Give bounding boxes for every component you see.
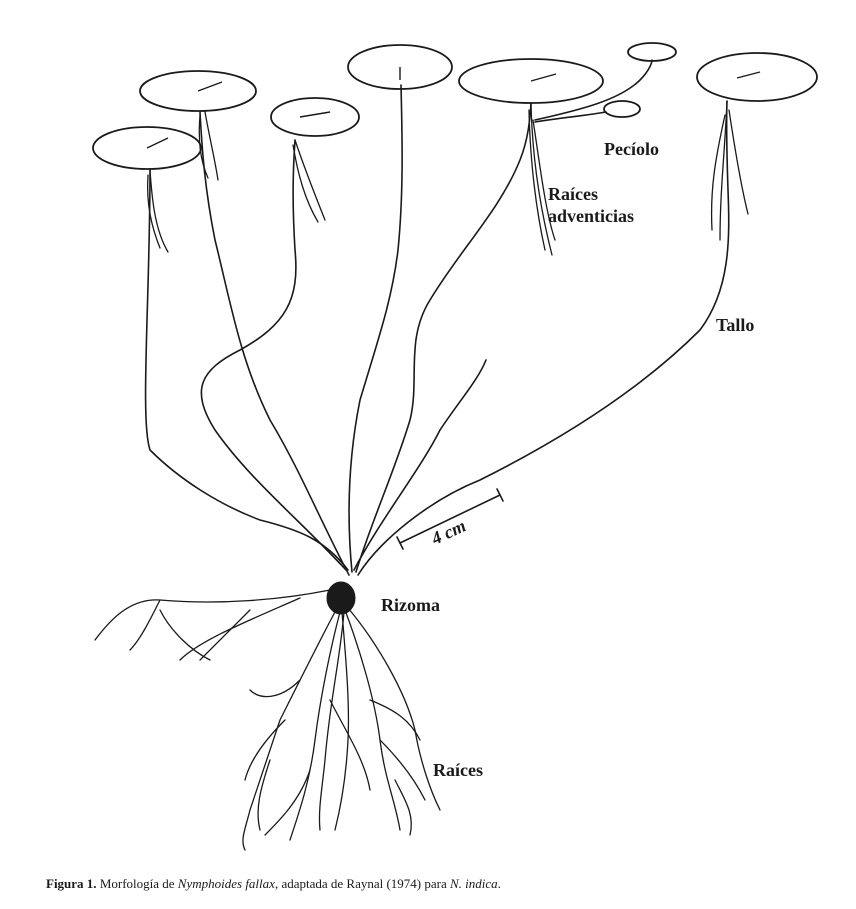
label-rizoma: Rizoma [381, 595, 440, 615]
label-raices-adventicias-line2: adventicias [548, 206, 634, 226]
leaf-2 [93, 127, 201, 169]
leaf-6 [697, 53, 817, 101]
caption-text-1: Morfología de [97, 876, 178, 891]
stem-6 [354, 360, 486, 570]
stem-3 [349, 85, 402, 572]
caption-text-2: , adaptada de Raynal (1974) para [275, 876, 450, 891]
label-tallo: Tallo [716, 315, 754, 335]
labels: Pecíolo Raíces adventicias Tallo Rizoma … [381, 139, 754, 780]
leaf-1 [140, 71, 256, 111]
figure-caption: Figura 1. Morfología de Nymphoides falla… [46, 876, 501, 892]
label-peciolo: Pecíolo [604, 139, 659, 159]
scale-bar-label: 4 cm [427, 515, 469, 549]
label-raices: Raíces [433, 760, 483, 780]
stem-5 [358, 101, 729, 575]
leaf-small-2 [604, 101, 640, 117]
stems [146, 60, 729, 575]
stem-4 [356, 103, 531, 572]
leaf-3 [271, 98, 359, 136]
stem-1 [200, 112, 349, 575]
caption-text-3: . [498, 876, 501, 891]
leaf-4 [348, 45, 452, 89]
adventitious-roots [148, 101, 748, 255]
floating-leaves [93, 43, 817, 169]
roots [95, 590, 440, 850]
rhizome [327, 582, 355, 614]
caption-figure-label: Figura 1. [46, 876, 97, 891]
leaf-small-1 [628, 43, 676, 61]
stem-2 [201, 140, 346, 570]
leaf-5 [459, 59, 603, 103]
caption-species: Nymphoides fallax [178, 876, 275, 891]
label-raices-adventicias-line1: Raíces [548, 184, 598, 204]
caption-species-2: N. indica [450, 876, 498, 891]
